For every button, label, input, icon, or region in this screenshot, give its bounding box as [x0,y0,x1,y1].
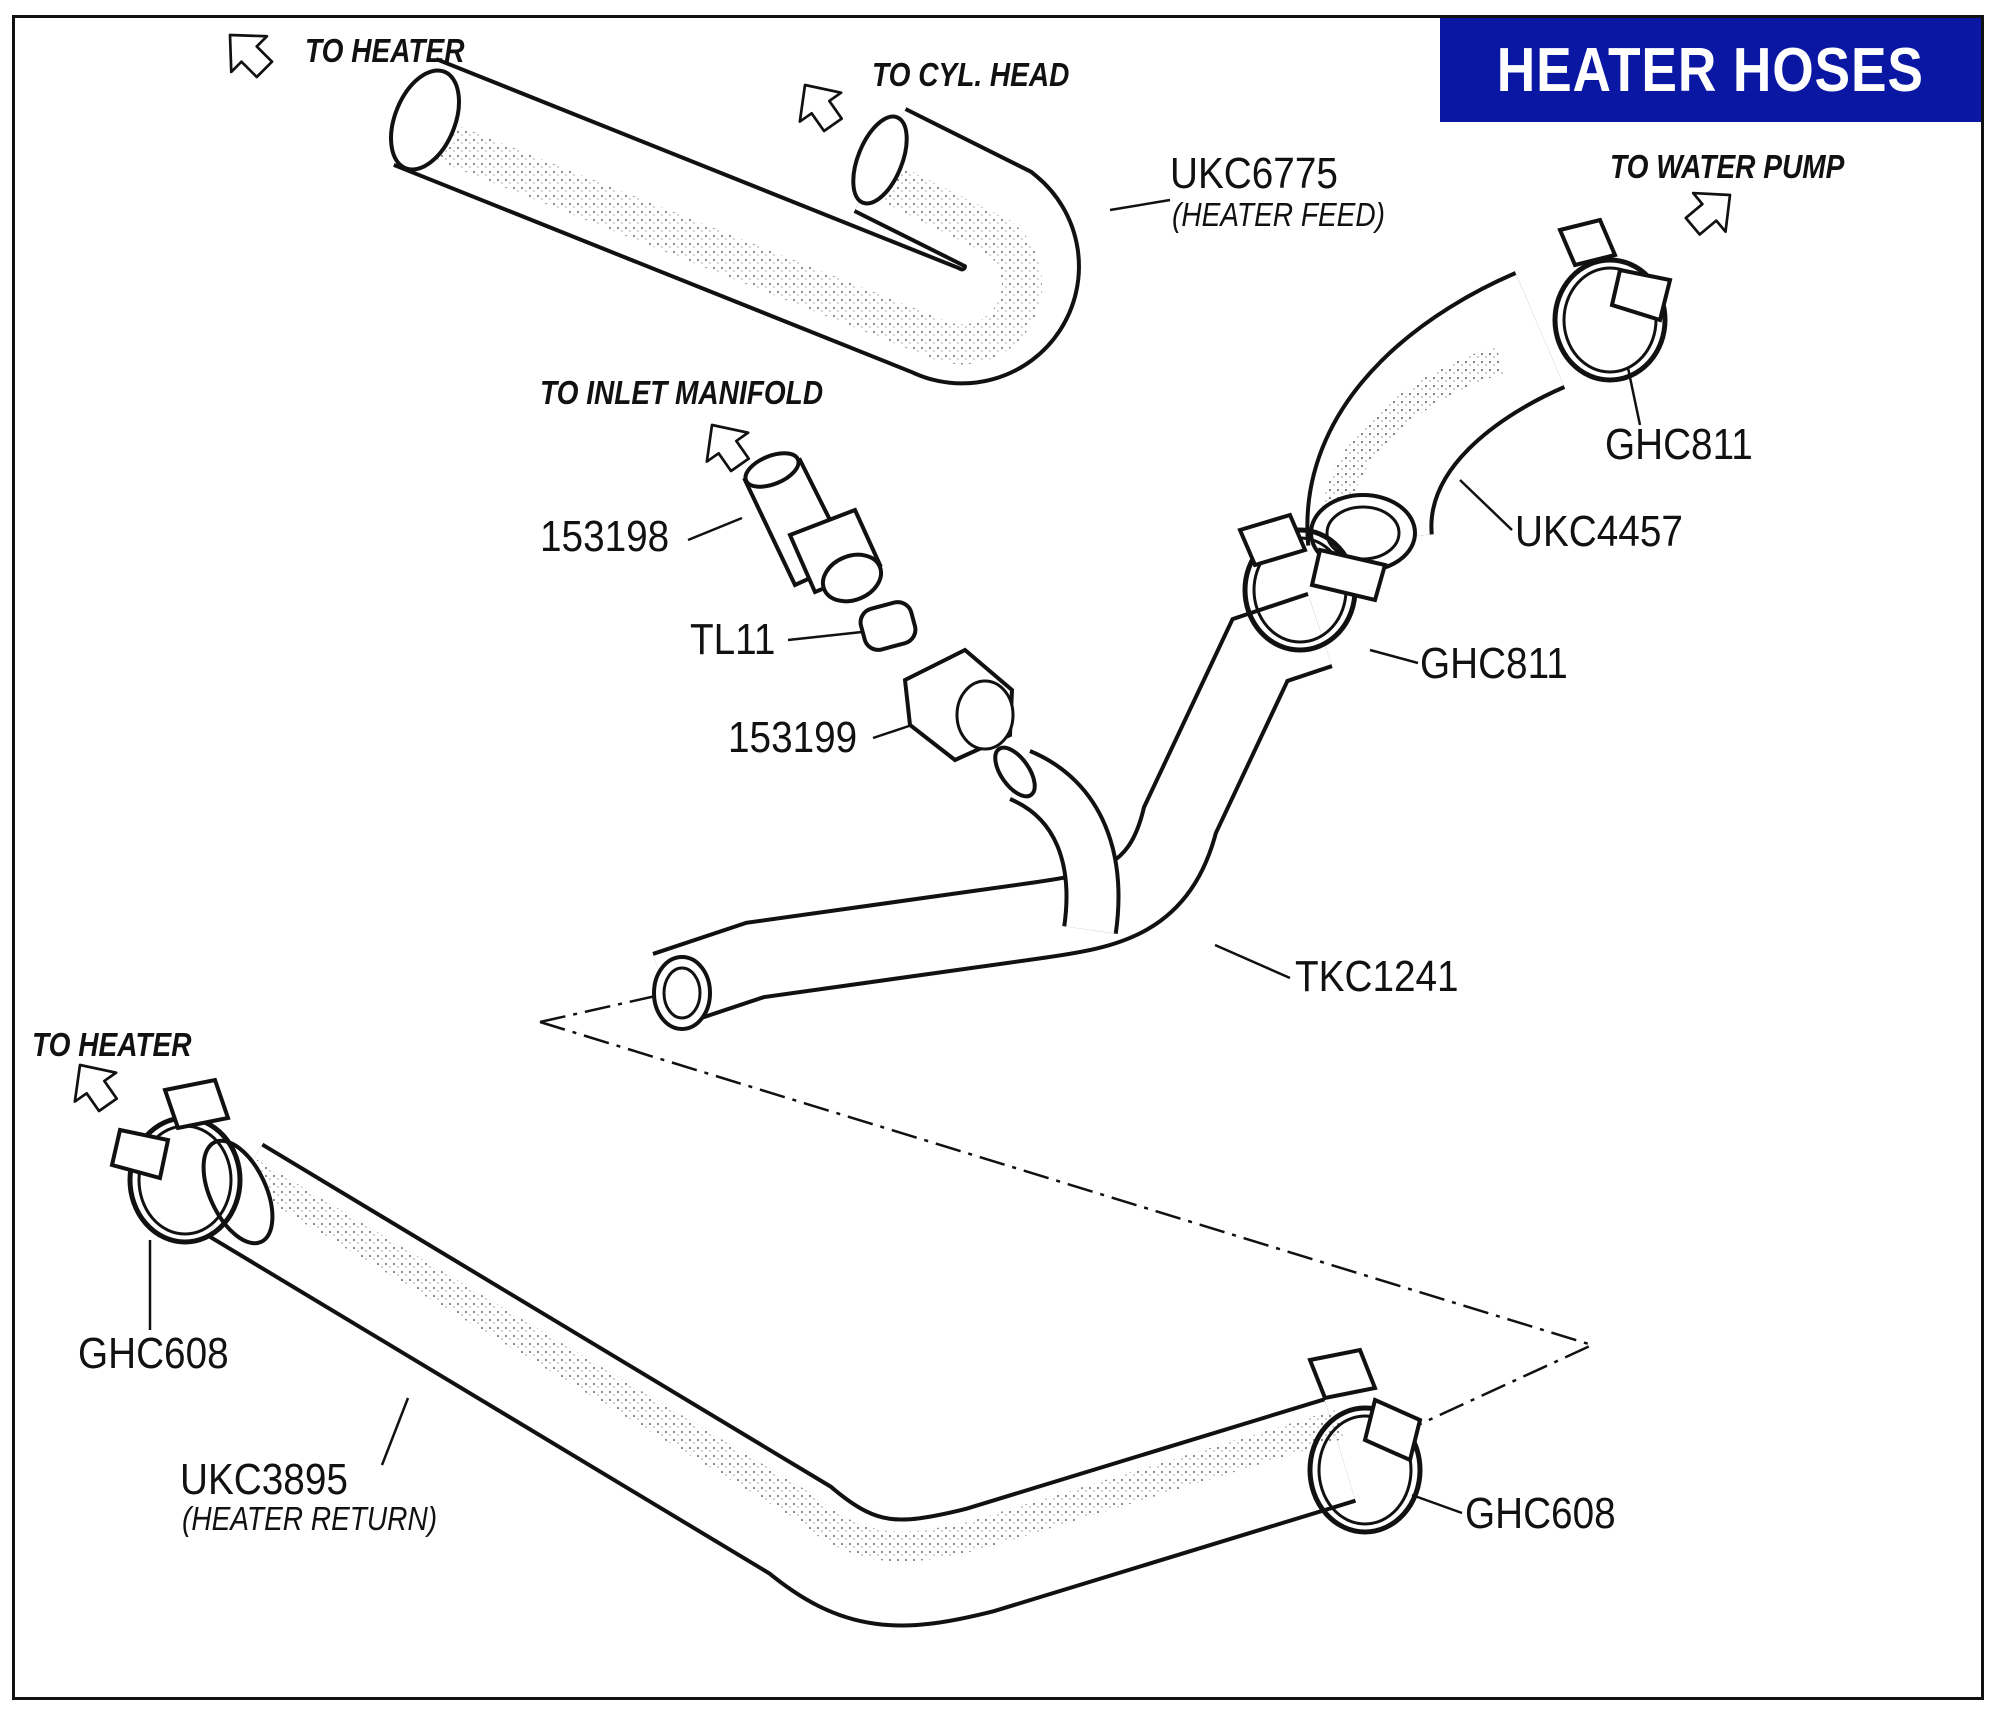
title-banner: HEATER HOSES [1440,18,1981,122]
to-heater-top-label: TO HEATER [305,32,465,69]
part-label-ghc811-mid: GHC811 [1420,639,1568,688]
to-inlet-manifold-label: TO INLET MANIFOLD [540,374,824,411]
part-label-tkc1241: TKC1241 [1295,952,1459,1001]
hose-clip-icon [109,1077,243,1245]
diagram-frame [12,15,1984,1700]
alignment-lines [539,993,1596,1427]
part-label-ukc3895: UKC3895 [180,1455,348,1504]
tkc1241-hose [652,592,1333,1031]
page-title: HEATER HOSES [1496,35,1925,105]
part-label-ukc4457: UKC4457 [1515,507,1683,556]
ukc4457-hose [1305,271,1566,573]
hose-clip-icon [1552,217,1673,383]
to-heater-bottom-label: TO HEATER [32,1026,192,1063]
hose-clip-icon [1237,512,1388,653]
part-label-153199: 153199 [728,713,858,762]
direction-arrow-icon [210,15,284,89]
part-label-ghc608-right: GHC608 [1465,1489,1616,1538]
hose-clip-icon [1307,1347,1423,1535]
leader-lines [148,198,1642,1515]
part-note-heater-return: (HEATER RETURN) [182,1500,438,1537]
heater-feed-hose [389,57,1081,386]
direction-arrow-icon [1675,174,1748,247]
olive-tl11 [858,600,918,652]
nut-153199 [902,647,1015,763]
part-label-ukc6775: UKC6775 [1170,149,1338,198]
part-label-tl11: TL11 [690,615,776,664]
to-water-pump-label: TO WATER PUMP [1610,148,1845,185]
direction-arrow-icon [783,69,855,141]
fitting-153198 [742,451,884,604]
part-label-153198: 153198 [540,512,670,561]
to-cyl-head-label: TO CYL. HEAD [872,56,1070,93]
part-label-ghc608-left: GHC608 [78,1329,229,1378]
part-label-ghc811-top: GHC811 [1605,420,1753,469]
part-note-heater-feed: (HEATER FEED) [1172,196,1385,233]
